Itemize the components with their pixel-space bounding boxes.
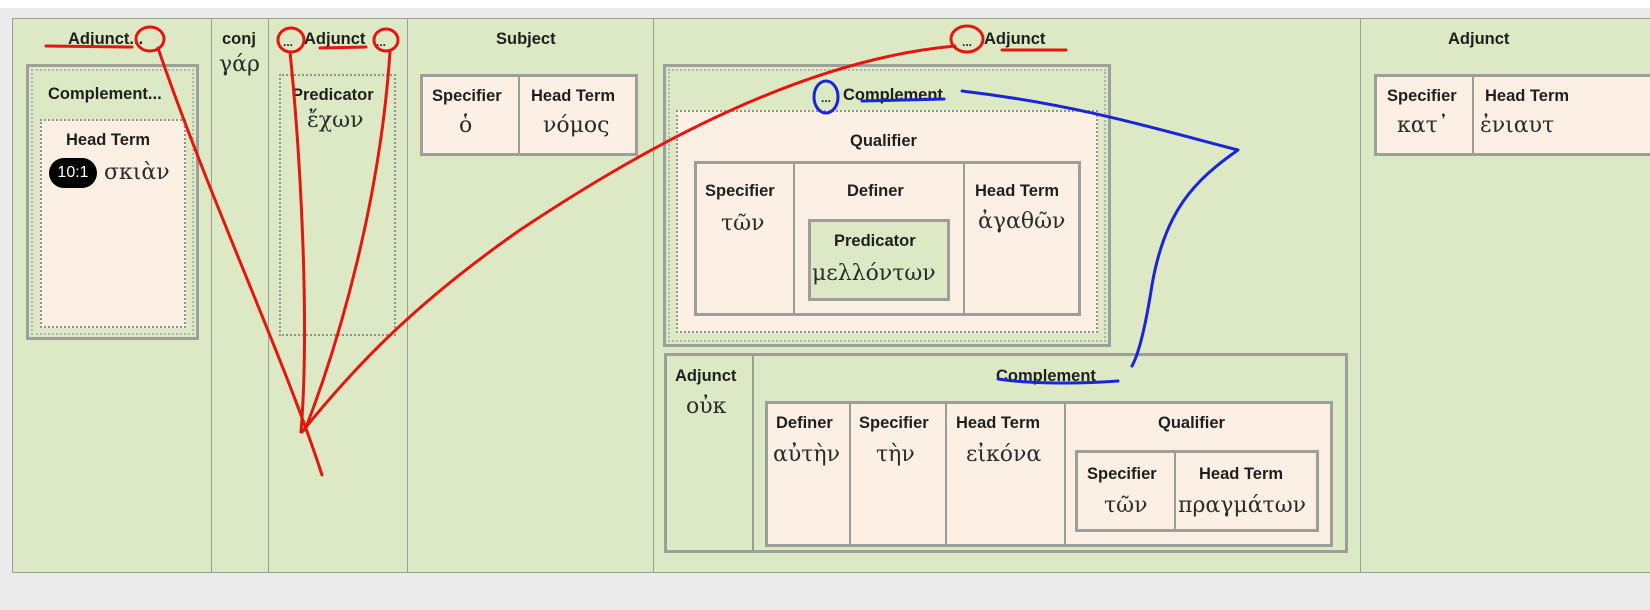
word-agathon[interactable]: ἀγαθῶν	[978, 209, 1066, 234]
word-mellonton[interactable]: μελλόντων	[812, 261, 936, 286]
head-term-label-4: Head Term	[956, 414, 1041, 432]
word-ten[interactable]: τὴν	[876, 442, 915, 467]
complement-label-1[interactable]: Complement...	[48, 85, 162, 103]
word-auten[interactable]: αὐτὴν	[773, 442, 840, 467]
complement-divider-c	[1064, 404, 1066, 544]
complement-label-3[interactable]: Complement	[996, 367, 1096, 385]
specifier-label-5: Specifier	[1387, 87, 1457, 105]
ellipsis-adjunct-3[interactable]: ...	[962, 35, 973, 49]
head-term-label-6: Head Term	[1485, 87, 1570, 105]
qualifier-label-1: Qualifier	[850, 132, 917, 150]
head-term-box-1	[40, 119, 186, 328]
subject-label: Subject	[496, 30, 556, 48]
word-pragmaton[interactable]: πραγμάτων	[1178, 493, 1307, 518]
complement-label-2[interactable]: Complement	[843, 86, 943, 104]
lower-divider	[752, 356, 754, 550]
qualifier-divider-1a	[793, 164, 795, 313]
adjunct-label-3[interactable]: Adjunct	[984, 30, 1046, 48]
complement-divider-a	[849, 404, 851, 544]
ellipsis-complement-2[interactable]: ...	[821, 91, 832, 105]
conj-column	[211, 18, 269, 573]
adjunct-divider-5	[1472, 77, 1474, 153]
specifier-label-1: Specifier	[432, 87, 502, 105]
word-ton-2[interactable]: τῶν	[1104, 493, 1148, 518]
adjunct-label-4: Adjunct	[675, 367, 737, 385]
ellipsis-right[interactable]: ...	[376, 35, 387, 49]
specifier-label-3: Specifier	[859, 414, 929, 432]
qualifier-divider-1b	[963, 164, 965, 313]
word-gar[interactable]: γάρ	[219, 52, 260, 77]
head-term-label-5: Head Term	[1199, 465, 1284, 483]
word-ouk[interactable]: οὐκ	[686, 394, 727, 419]
specifier-label-2: Specifier	[705, 182, 775, 200]
adjunct-label-1[interactable]: Adjunct...	[68, 30, 144, 48]
qualifier-label-2: Qualifier	[1158, 414, 1225, 432]
head-term-label-3: Head Term	[975, 182, 1060, 200]
word-ho[interactable]: ὁ	[459, 113, 473, 138]
diagram-frame: Adjunct... Complement... Head Term 10:1 …	[0, 8, 1650, 610]
qualifier-divider-2	[1174, 453, 1176, 529]
head-term-label-2: Head Term	[531, 87, 616, 105]
adjunct-phrase-5	[1374, 74, 1650, 156]
word-echon[interactable]: ἔχων	[307, 108, 364, 133]
word-skian[interactable]: σκιὰν	[104, 160, 170, 185]
word-eikona[interactable]: εἰκόνα	[966, 442, 1042, 467]
adjunct-label-2[interactable]: Adjunct	[304, 30, 366, 48]
definer-label-2: Definer	[776, 414, 833, 432]
word-kat[interactable]: κατ᾽	[1397, 113, 1449, 138]
verse-reference-badge[interactable]: 10:1	[49, 158, 97, 188]
subject-divider	[518, 77, 520, 153]
specifier-label-4: Specifier	[1087, 465, 1157, 483]
predicator-label-1: Predicator	[292, 86, 374, 104]
conj-label: conj	[222, 30, 256, 48]
qualifier-phrase-2	[1075, 450, 1319, 532]
head-term-label-1: Head Term	[66, 131, 151, 149]
complement-divider-b	[945, 404, 947, 544]
word-nomos[interactable]: νόμος	[543, 113, 610, 138]
word-ton-1[interactable]: τῶν	[721, 211, 765, 236]
predicator-label-2: Predicator	[834, 232, 916, 250]
definer-label-1: Definer	[847, 182, 904, 200]
ellipsis-left[interactable]: ...	[283, 35, 294, 49]
word-eniautos[interactable]: ἐνιαυτ	[1480, 113, 1555, 138]
adjunct-label-5: Adjunct	[1448, 30, 1510, 48]
